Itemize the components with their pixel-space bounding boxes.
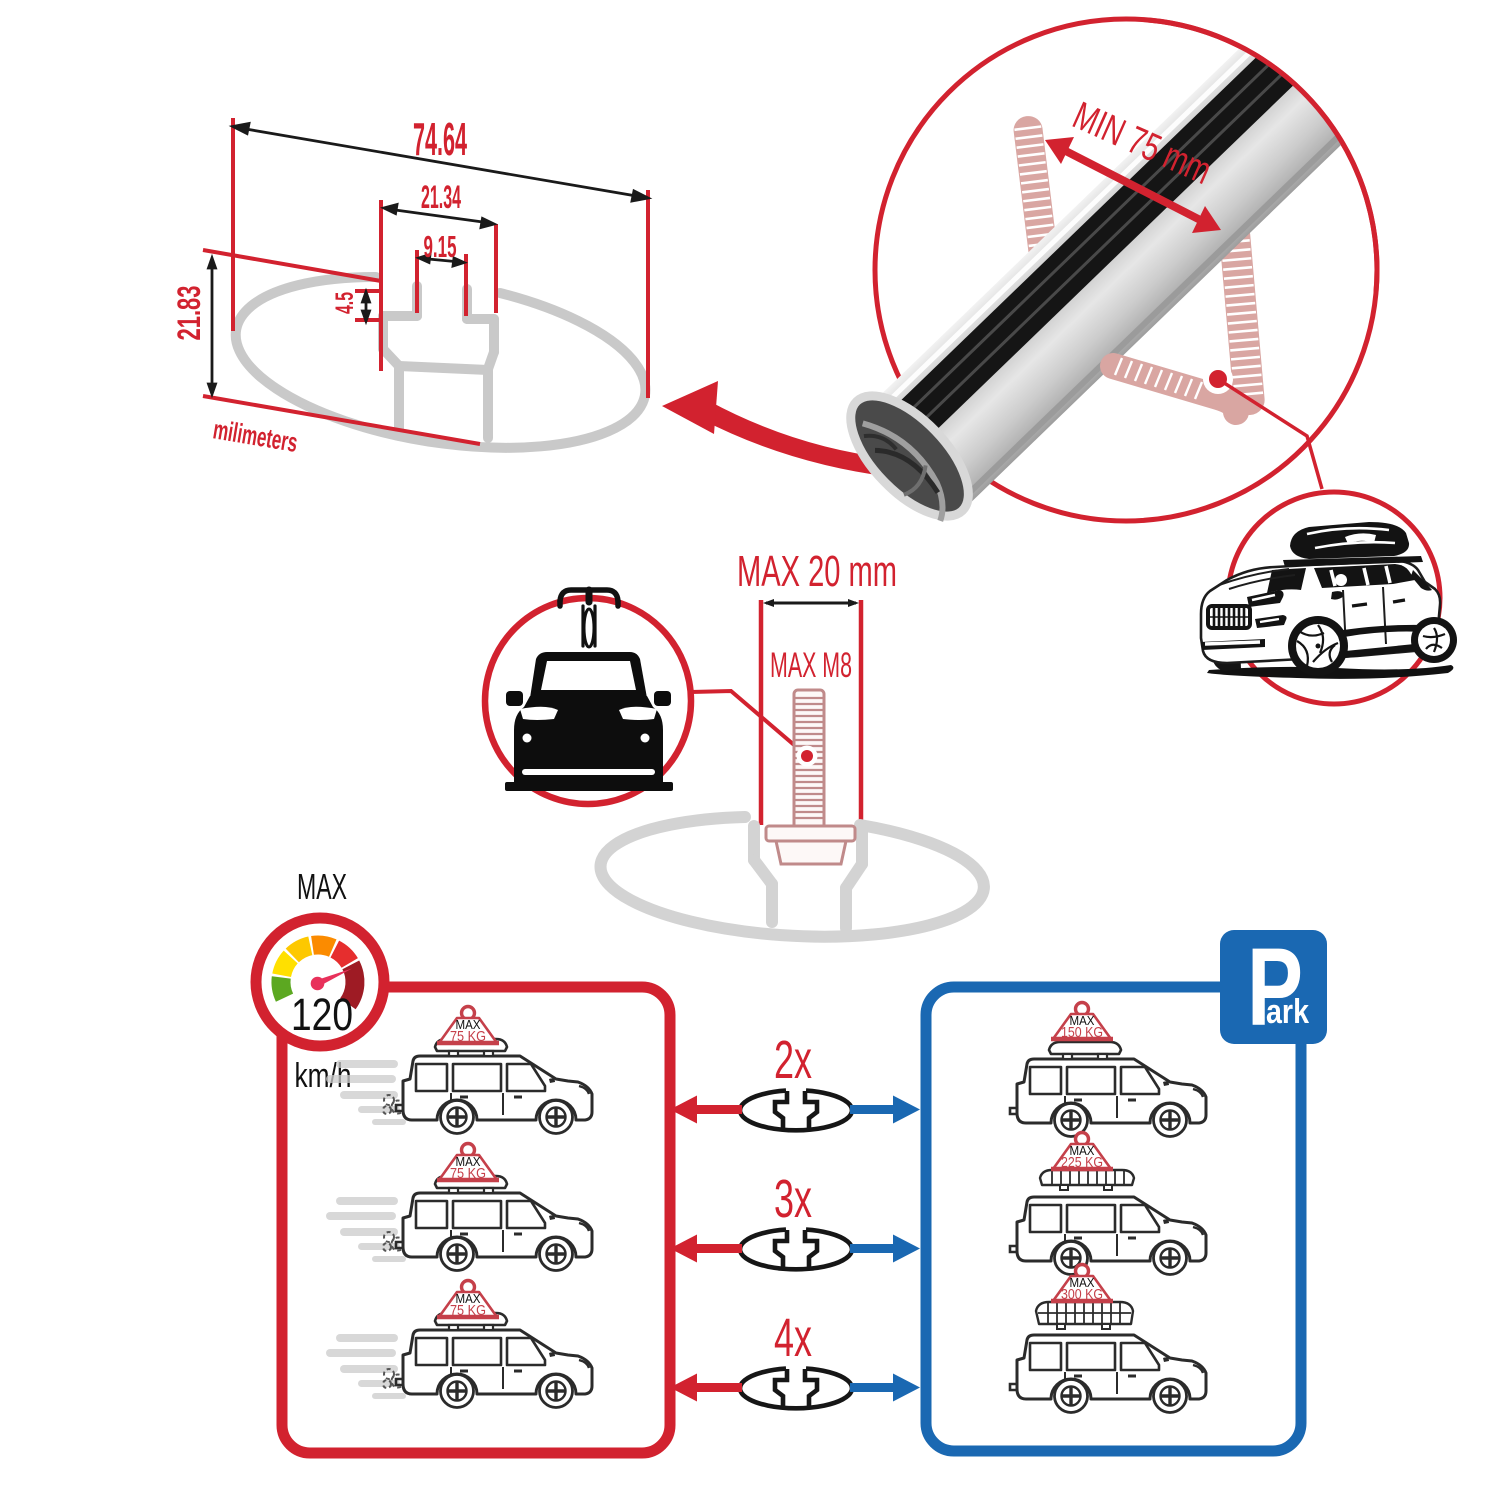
svg-text:P: P bbox=[1247, 926, 1303, 1049]
svg-text:MAX: MAX bbox=[456, 1018, 482, 1032]
svg-text:MAX: MAX bbox=[1070, 1276, 1096, 1290]
svg-text:MAX: MAX bbox=[1070, 1014, 1096, 1028]
svg-text:21.83: 21.83 bbox=[171, 286, 207, 341]
svg-text:MAX: MAX bbox=[297, 866, 347, 907]
svg-text:MAX: MAX bbox=[1070, 1144, 1096, 1158]
svg-text:4.5: 4.5 bbox=[331, 292, 359, 314]
svg-text:2x: 2x bbox=[774, 1030, 812, 1090]
svg-text:9.15: 9.15 bbox=[424, 229, 457, 264]
svg-text:75 KG: 75 KG bbox=[450, 1029, 486, 1045]
svg-text:3x: 3x bbox=[774, 1169, 812, 1229]
svg-text:225 KG: 225 KG bbox=[1061, 1155, 1103, 1171]
svg-text:74.64: 74.64 bbox=[413, 113, 467, 165]
svg-text:150 KG: 150 KG bbox=[1061, 1025, 1103, 1041]
svg-text:MAX M8: MAX M8 bbox=[770, 646, 852, 685]
svg-text:ark: ark bbox=[1266, 993, 1309, 1031]
svg-text:MAX: MAX bbox=[456, 1155, 482, 1169]
svg-text:300 KG: 300 KG bbox=[1061, 1287, 1103, 1303]
svg-text:120: 120 bbox=[291, 989, 353, 1040]
svg-text:75 KG: 75 KG bbox=[450, 1166, 486, 1182]
svg-text:75 KG: 75 KG bbox=[450, 1303, 486, 1319]
svg-text:MAX: MAX bbox=[456, 1292, 482, 1306]
svg-text:21.34: 21.34 bbox=[421, 179, 461, 215]
svg-text:MAX 20 mm: MAX 20 mm bbox=[737, 547, 897, 596]
svg-text:4x: 4x bbox=[774, 1308, 812, 1368]
